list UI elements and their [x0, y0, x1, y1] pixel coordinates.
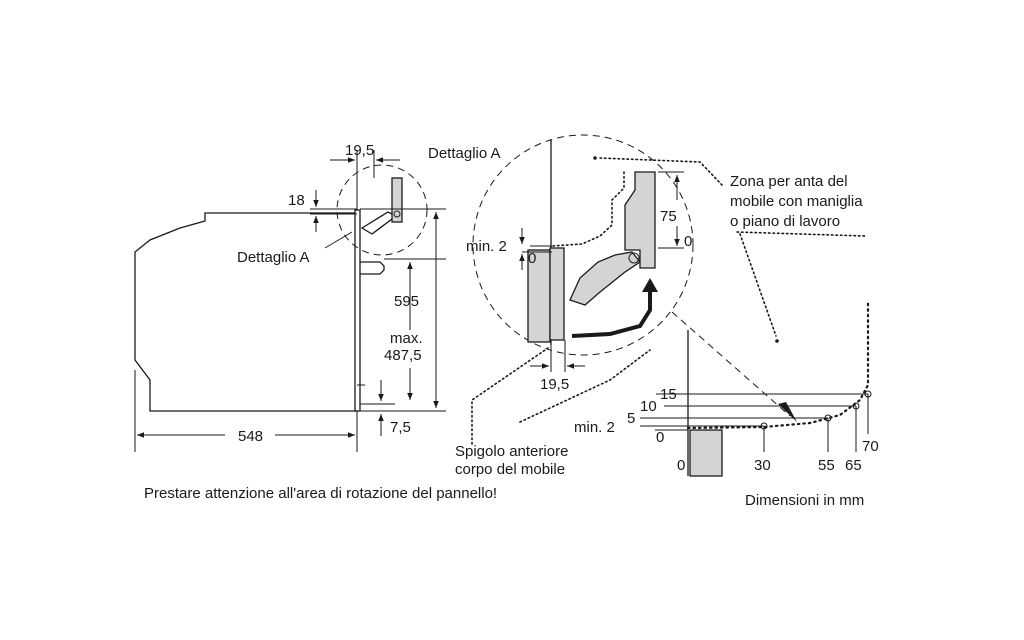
zone-annotation: Zona per anta del mobile con maniglia o … [593, 156, 866, 343]
edge-label-line1: Spigolo anteriore [455, 443, 568, 460]
detail-front-panel [549, 247, 565, 341]
oven-hinge [360, 211, 398, 235]
detail-dim-0-right: 0 [684, 233, 692, 250]
rot-h-65: 65 [845, 457, 862, 474]
zone-label-line3: o piano di lavoro [730, 213, 840, 230]
rot-h-30: 30 [754, 457, 771, 474]
detail-rotation-arrow [571, 290, 652, 338]
detail-a-title: Dettaglio A [428, 145, 501, 162]
edge-annotation: Spigolo anteriore corpo del mobile [455, 347, 651, 478]
oven-body-outline [134, 212, 357, 412]
rot-v-0: 0 [656, 429, 664, 446]
units-note: Dimensioni in mm [745, 492, 864, 509]
detail-a-circle [336, 164, 428, 256]
detail-door-piece [624, 171, 656, 269]
oven-knob [360, 261, 385, 275]
dim-top-19-5: 19,5 [345, 142, 374, 159]
rotation-warning: Prestare attenzione all'area di rotazion… [144, 485, 497, 502]
detail-a-label-left: Dettaglio A [237, 249, 310, 266]
detail-dim-min2: min. 2 [466, 238, 507, 255]
rotation-curve [686, 298, 870, 430]
detail-a-large-circle [472, 134, 694, 356]
dim-max-value: 487,5 [384, 347, 422, 364]
oven-side-view: 19,5 18 Dettaglio A 595 max. 487,5 7,5 5… [134, 142, 446, 452]
rotation-view: 15 10 5 min. 2 0 0 30 55 65 70 [574, 298, 879, 477]
rot-h-70: 70 [862, 438, 879, 455]
detail-to-rotation-arrow [671, 311, 791, 417]
edge-label-line2: corpo del mobile [455, 461, 565, 478]
detail-dim-19-5: 19,5 [540, 376, 569, 393]
dim-depth-548: 548 [238, 428, 263, 445]
rot-v-5: 5 [627, 410, 635, 427]
zone-label-line2: mobile con maniglia [730, 193, 863, 210]
rot-h-55: 55 [818, 457, 835, 474]
dim-max-label: max. [390, 330, 423, 347]
dim-height-595: 595 [394, 293, 419, 310]
rot-v-min2: min. 2 [574, 419, 615, 436]
oven-door-detail [391, 177, 403, 223]
detail-dim-75: 75 [660, 208, 677, 225]
detail-dim-0-left: 0 [528, 250, 536, 267]
oven-front-panel [354, 209, 361, 412]
rot-v-15: 15 [660, 386, 677, 403]
rot-h-0: 0 [677, 457, 685, 474]
zone-label-line1: Zona per anta del [730, 173, 848, 190]
detail-zone-dotted [551, 171, 625, 247]
dim-gap-18: 18 [288, 192, 305, 209]
rot-v-10: 10 [640, 398, 657, 415]
dim-bottom-7-5: 7,5 [390, 419, 411, 436]
detail-a-view: Dettaglio A 75 0 min. 2 0 19,5 [428, 134, 694, 393]
rotation-cabinet [689, 429, 723, 477]
detail-hinge-arm [569, 251, 641, 306]
